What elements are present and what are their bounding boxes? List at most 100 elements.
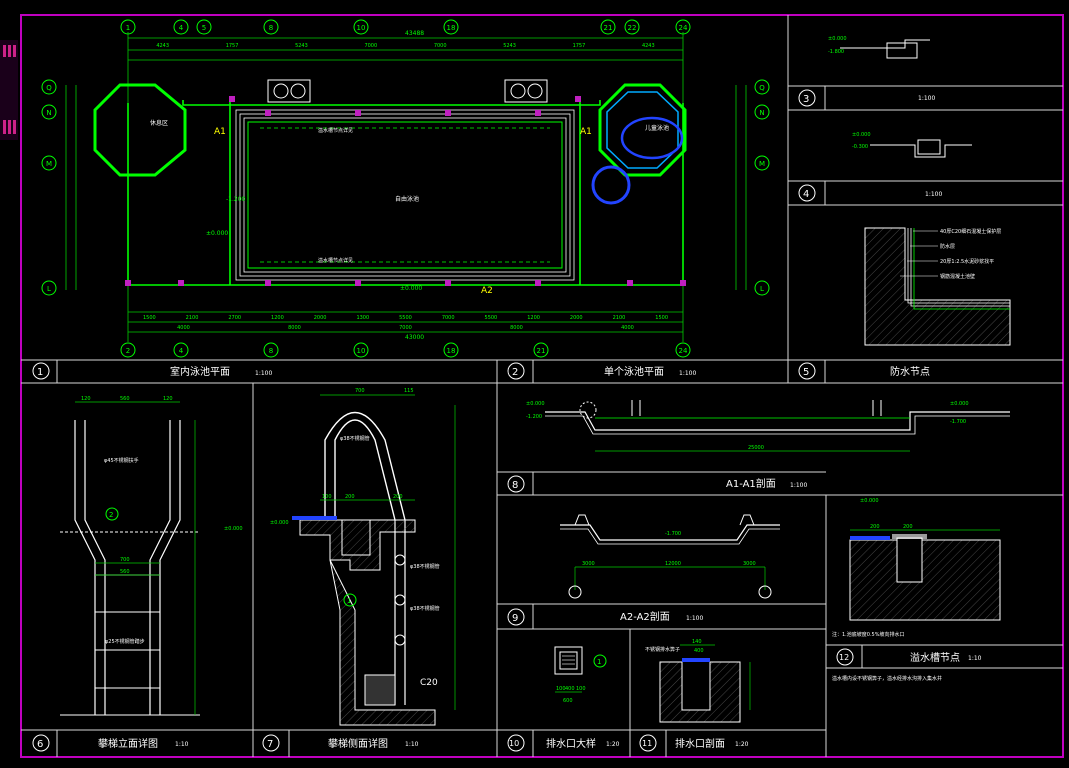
kids-pool-outline: [591, 165, 631, 205]
p6-note-step: φ25不锈钢管踏步: [105, 638, 145, 645]
dim-top-3: 7000: [364, 43, 377, 49]
columns: [125, 96, 686, 286]
column-6: [445, 280, 451, 286]
grid-bubble-right-N: N: [754, 104, 770, 120]
panel-3-detail: ±0.000 -1.800: [828, 36, 930, 59]
grid-bubble-top-18: 18: [443, 19, 459, 35]
bottom-total-dim: 43000: [405, 334, 424, 341]
a1-total-dim: 25000: [748, 445, 764, 451]
grid-bubble-top-21-label: 21: [604, 24, 613, 32]
column-8: [125, 280, 131, 286]
dim-bottom1-6: 5500: [399, 315, 412, 321]
grid-bubble-top-4-label: 4: [179, 24, 184, 32]
dim-top-4: 7000: [434, 43, 447, 49]
right-octagon-room: [598, 83, 687, 177]
p10-dim-3: 100: [576, 686, 586, 692]
sheet-border: [20, 14, 1064, 758]
grid-bubble-right-Q-label: Q: [759, 84, 765, 92]
panel-11-title: 排水口剖面: [675, 737, 725, 750]
grid-bubble-bottom-24-label: 24: [679, 347, 688, 355]
panel-8-scale: 1:100: [790, 482, 807, 489]
panel-6-scale: 1:10: [175, 741, 189, 748]
dim-bottom2-1: 8000: [288, 325, 301, 331]
dim-top-0: 4243: [156, 43, 169, 49]
grid-bubble-top-24-label: 24: [679, 24, 688, 32]
p4-level-zero: ±0.000: [852, 132, 871, 138]
grid-bubble-bottom-2-label: 2: [126, 347, 130, 355]
column-1: [355, 110, 361, 116]
p7-dim-1: 700: [355, 388, 365, 394]
panel-2-number: 2: [512, 367, 518, 378]
panel-1-title: 室内泳池平面: [170, 365, 230, 378]
p12-level: ±0.000: [860, 498, 879, 504]
grid-bubble-top-8: 8: [263, 19, 279, 35]
panel-8-number: 8: [512, 480, 518, 491]
dim-bottom1-0: 1500: [143, 315, 156, 321]
panel-6-number: 6: [37, 739, 43, 750]
a2-dim-2: 12000: [665, 561, 681, 567]
grid-bubble-bottom-21-label: 21: [537, 347, 546, 355]
column-9: [178, 280, 184, 286]
panel-4-number: 4: [803, 189, 809, 200]
p6-note-railing: φ45不锈钢扶手: [104, 457, 139, 464]
grid-bubble-right-M-label: M: [759, 160, 765, 168]
a1-level-left: -1.200: [526, 414, 542, 420]
dim-top-5: 5243: [503, 43, 516, 49]
pool-label: 自由泳池: [395, 195, 419, 203]
a2-dim-3: 3000: [743, 561, 756, 567]
grid-axis-right: Q N M L: [754, 79, 770, 296]
grid-bubble-right-L: L: [754, 280, 770, 296]
panel-5-title: 防水节点: [890, 365, 930, 378]
column-10: [627, 280, 633, 286]
dim-bottom1-3: 1200: [271, 315, 284, 321]
panel-5-number: 5: [803, 367, 809, 378]
p10-tag: 1: [597, 658, 601, 666]
grid-bubble-bottom-21: 21: [533, 342, 549, 358]
grid-bubble-right-N-label: N: [759, 109, 764, 117]
p3-level: -1.800: [828, 49, 844, 55]
panel-7-number: 7: [267, 739, 273, 750]
dim-top-2: 5243: [295, 43, 308, 49]
p10-dim-2: 400: [565, 686, 575, 692]
a1-marker-right: A1: [580, 127, 592, 137]
p12-note-bottom: 注：1.池底坡度0.5%坡向排水口: [832, 631, 904, 638]
p7-note-step-1: φ38不锈钢管: [410, 563, 440, 570]
grid-bubble-left-M: M: [41, 155, 57, 171]
panel-1-number: 1: [37, 367, 43, 378]
p11-note: 不锈钢排水箅子: [645, 646, 680, 653]
grid-bubble-bottom-18: 18: [443, 342, 459, 358]
grid-bubble-top-22-label: 22: [628, 24, 637, 32]
column-4: [265, 280, 271, 286]
p12-note-overflow: 溢水槽内设不锈钢箅子，溢水经排水沟排入集水井: [832, 675, 942, 682]
column-3: [535, 110, 541, 116]
dim-top-1: 1757: [226, 43, 239, 49]
p7-dim-2: 115: [404, 388, 414, 394]
p6-dim-1: 120: [81, 396, 91, 402]
p6-dim-2: 560: [120, 396, 130, 402]
dim-bottom1-2: 2700: [228, 315, 241, 321]
panel-12-scale: 1:10: [968, 655, 982, 662]
level-label-zero-left: ±0.000: [206, 230, 228, 237]
column-2: [445, 110, 451, 116]
panel-5-waterproof-node: 40厚C20细石混凝土保护层 防水层 20厚1:2.5水泥砂浆找平 钢筋混凝土池…: [864, 227, 1011, 346]
overall-dim: 43488: [405, 30, 424, 37]
panel-7-ladder-side: 700 115 100 200 200 φ38不锈钢管 φ38不锈钢管 φ38不…: [270, 388, 456, 726]
column-11: [680, 280, 686, 286]
grid-bubble-left-M-label: M: [46, 160, 52, 168]
grid-bubble-top-8-label: 8: [269, 24, 273, 32]
grid-bubble-top-10-label: 10: [357, 24, 366, 32]
panel-10-drain-plan: 1 100 400 100 600: [554, 646, 607, 704]
dim-bottom2-4: 4000: [621, 325, 634, 331]
a2-marker: A2: [481, 286, 493, 296]
dim-bottom2-3: 8000: [510, 325, 523, 331]
column-13: [575, 96, 581, 102]
p12-dim-1: 200: [870, 524, 880, 530]
grid-bubble-top-5-label: 5: [202, 24, 206, 32]
p11-dim-1: 140: [692, 639, 702, 645]
grid-bubble-left-N-label: N: [46, 109, 51, 117]
panel-2-title: 单个泳池平面: [604, 365, 664, 378]
dim-bottom1-4: 2000: [314, 315, 327, 321]
